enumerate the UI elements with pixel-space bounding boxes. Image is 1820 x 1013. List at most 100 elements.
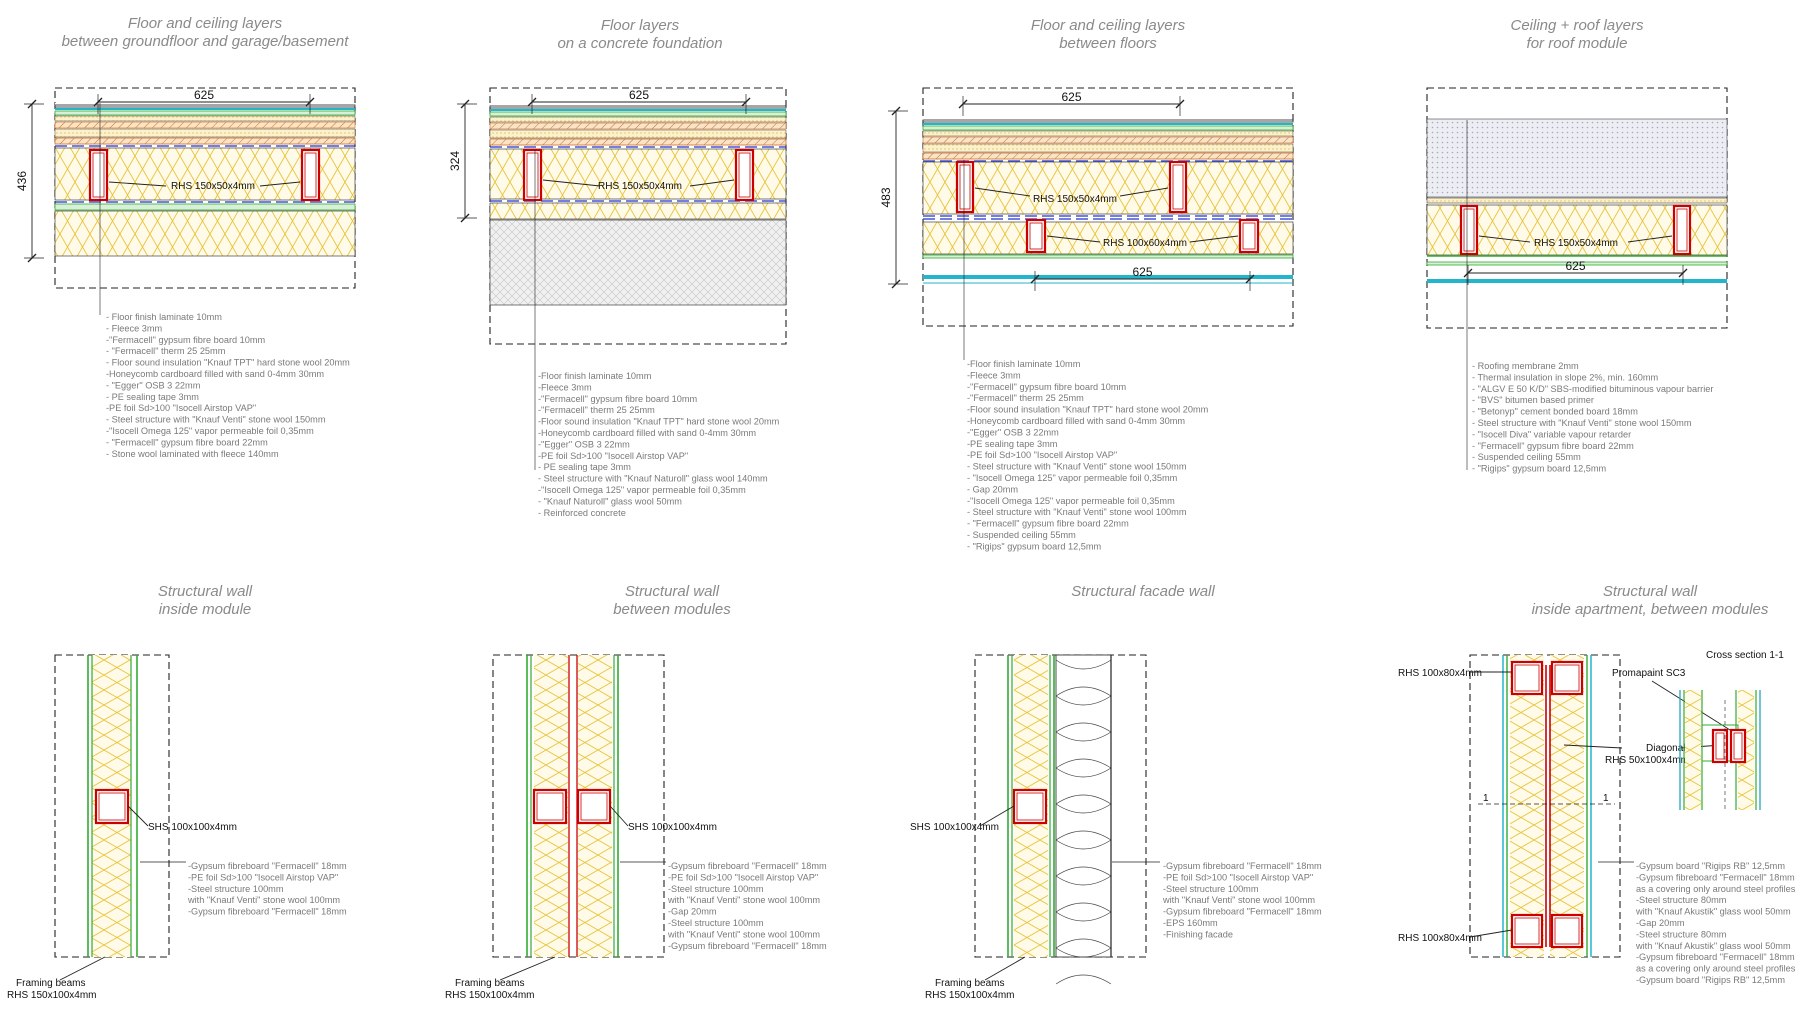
fleece-layer: [55, 108, 355, 110]
therm-layer: [489, 116, 787, 123]
therm-layer: [54, 115, 356, 122]
layer-concrete-description: - Reinforced concrete: [538, 508, 626, 518]
profile-label: SHS 100x100x4mm: [628, 822, 717, 833]
layer-wall-apartment-description: -Steel structure 80mm: [1636, 895, 1727, 905]
steel-profile-inner: [98, 792, 126, 821]
promapaint-label: Promapaint SC3: [1612, 668, 1686, 679]
thermal-insulation-slope: [1426, 118, 1728, 198]
layer-roof-description: - "Isocell Diva" variable vapour retarde…: [1472, 429, 1631, 439]
framing-label: RHS 150x100x4mm: [7, 990, 96, 1001]
layer-between-description: - Suspended ceiling 55mm: [967, 530, 1076, 540]
framing-label: Framing beams: [455, 978, 524, 989]
layer-between-description: -"Egger" OSB 3 22mm: [967, 427, 1059, 437]
layer-roof-description: - "Rigips" gypsum board 12,5mm: [1472, 464, 1607, 474]
layer-wall-between-description: -Gypsum fibreboard "Fermacell" 18mm: [668, 941, 827, 951]
sound-insulation-layer: [922, 136, 1294, 144]
shs-profile-left: [532, 788, 568, 825]
steel-profile-inner: [1715, 732, 1725, 760]
leader-line: [1478, 235, 1531, 243]
stone-wool-fleece: [54, 210, 356, 257]
steel-profile-inner: [1029, 222, 1043, 250]
fermacell-board-layer: [922, 125, 1294, 131]
rigips-board: [923, 275, 1293, 279]
framing-label: Framing beams: [16, 978, 85, 989]
detail-subtitle: between modules: [613, 601, 731, 618]
sound-insulation-layer: [54, 121, 356, 129]
honeycomb-layer: [922, 143, 1294, 153]
layer-wall-between-description: -Steel structure 100mm: [668, 918, 764, 928]
layer-concrete-description: - "Knauf Naturoll" glass wool 50mm: [538, 496, 682, 506]
laminate-layer: [489, 105, 787, 109]
dimension-label: 324: [448, 151, 462, 171]
layer-wall-between-description: -Gypsum fibreboard "Fermacell" 18mm: [668, 861, 827, 871]
layer-wall-apartment-description: with "Knauf Akustik" glass wool 50mm: [1635, 907, 1791, 917]
steel-profile-inner: [738, 152, 751, 198]
layer-concrete-description: -PE foil Sd>100 "Isocell Airstop VAP": [538, 451, 688, 461]
layer-concrete-description: -Floor sound insulation "Knauf TPT" hard…: [538, 417, 780, 427]
cross-section-label: Cross section 1-1: [1706, 650, 1784, 661]
detail-title: Structural facade wall: [1071, 583, 1215, 600]
steel-profile-inner: [1554, 664, 1580, 692]
layer-between-description: - Steel structure with "Knauf Venti" sto…: [967, 462, 1187, 472]
framing-label: RHS 150x100x4mm: [925, 990, 1014, 1001]
layer-wall-inside-description: with "Knauf Venti" stone wool 100mm: [187, 895, 340, 905]
layer-basement-description: - Floor finish laminate 10mm: [106, 312, 222, 322]
layer-wall-inside-description: -Gypsum fibreboard "Fermacell" 18mm: [188, 861, 347, 871]
therm-layer: [922, 130, 1294, 137]
detail-title: Structural wall: [158, 583, 253, 600]
layer-wall-inside-description: -PE foil Sd>100 "Isocell Airstop VAP": [188, 872, 338, 882]
eps-wave: [1055, 947, 1112, 985]
steel-structure-venti-100: [922, 221, 1294, 255]
section-mark: 1: [1483, 793, 1489, 804]
detail-title: Structural wall: [1603, 583, 1698, 600]
profile-label: RHS 150x50x4mm: [171, 181, 255, 192]
framing-label: Framing beams: [935, 978, 1004, 989]
eps-wave: [1055, 911, 1112, 949]
leader-line: [1627, 235, 1673, 243]
detail-title: Floor layers: [601, 17, 680, 34]
layer-roof-description: - Steel structure with "Knauf Venti" sto…: [1472, 418, 1692, 428]
layer-wall-facade-description: -Gypsum fibreboard "Fermacell" 18mm: [1163, 907, 1322, 917]
layer-wall-between-description: with "Knauf Venti" stone wool 100mm: [667, 929, 820, 939]
profile-label: RHS 100x60x4mm: [1103, 238, 1187, 249]
detail-subtitle: for roof module: [1527, 35, 1628, 52]
wall-insulation-left: [1510, 655, 1544, 957]
dimension-label: 436: [15, 171, 29, 191]
dimension-label: 625: [1565, 259, 1585, 273]
shs-profile: [94, 788, 130, 825]
layer-roof-description: - "BVS" bitumen based primer: [1472, 395, 1594, 405]
rhs-100x80-top-right: [1550, 660, 1584, 696]
steel-profile-inner: [526, 152, 539, 198]
layer-wall-between-description: with "Knauf Venti" stone wool 100mm: [667, 895, 820, 905]
dimension-tick: [460, 213, 470, 223]
layer-roof-description: - "Betonyp" cement bonded board 18mm: [1472, 407, 1638, 417]
leader-line: [1046, 235, 1101, 243]
layer-wall-apartment-description: -Gypsum fibreboard "Fermacell" 18mm: [1636, 952, 1795, 962]
layer-wall-apartment-description: as a covering only around steel profiles: [1636, 964, 1796, 974]
profile-label: RHS 150x50x4mm: [598, 181, 682, 192]
osb-layer: [54, 137, 356, 145]
dimension-tick: [891, 279, 901, 289]
steel-profile-inner: [959, 164, 971, 210]
dimension-label: 483: [879, 187, 893, 207]
layer-basement-description: -"Fermacell" gypsum fibre board 10mm: [106, 335, 266, 345]
steel-profile-inner: [580, 792, 608, 821]
layer-concrete-description: -"Fermacell" therm 25 25mm: [538, 405, 655, 415]
eps-wave: [1055, 695, 1112, 733]
rhs-100x80-top-left: [1510, 660, 1544, 696]
rhs-150-left: [955, 160, 975, 214]
detail-subtitle: between floors: [1059, 35, 1157, 52]
layer-between-description: -PE foil Sd>100 "Isocell Airstop VAP": [967, 450, 1117, 460]
layer-basement-description: - "Fermacell" gypsum fibre board 22mm: [106, 437, 268, 447]
profile-label: RHS 150x50x4mm: [1033, 194, 1117, 205]
detail-subtitle: on a concrete foundation: [557, 35, 722, 52]
steel-profile-inner: [1676, 208, 1688, 252]
layer-concrete-description: -"Isocell Omega 125" vapor permeable foi…: [538, 485, 746, 495]
rhs-100x80-bottom-right: [1550, 913, 1584, 949]
rhs-profile-right: [300, 148, 321, 202]
layer-concrete-description: - PE sealing tape 3mm: [538, 462, 631, 472]
layer-between-description: -"Fermacell" gypsum fibre board 10mm: [967, 382, 1127, 392]
fermacell-board-22: [922, 254, 1294, 259]
layer-wall-apartment-description: -Gypsum fibreboard "Fermacell" 18mm: [1636, 872, 1795, 882]
dimension-label: 625: [629, 88, 649, 102]
